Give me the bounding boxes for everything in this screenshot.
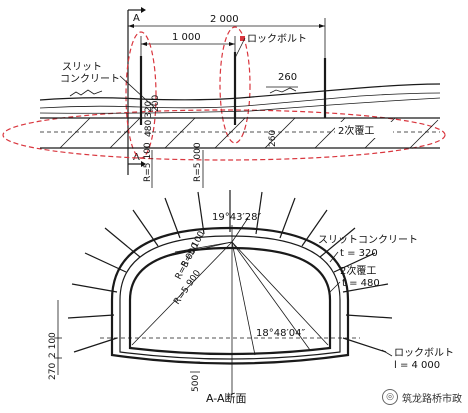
dim-arrow (128, 24, 134, 28)
watermark-text: 筑龙路桥市政 (402, 393, 462, 405)
rockbolt-label: ロックボルト (247, 33, 307, 45)
slit-concrete-label: スリットコンクリート (318, 234, 418, 246)
radius-line (231, 241, 329, 346)
slit-concrete-top (39, 92, 441, 109)
tunnel-outer (110, 226, 350, 365)
highlight-ellipse-lining (2, 109, 446, 161)
v-320: 320 (144, 101, 154, 118)
slit-label-line1: スリット (62, 62, 102, 73)
rockbolt-section-leader (381, 349, 393, 357)
radius-line (174, 241, 233, 253)
dim-spacing: 1 000 (172, 32, 201, 43)
section-secondary-lining-label: 2次覆工 (340, 264, 376, 277)
ground-texture (69, 89, 103, 97)
radius-line (231, 241, 256, 356)
section-arrowhead-top (141, 7, 146, 13)
angle-top: 19°43′28″ (212, 212, 261, 223)
section-rockbolt-label: ロックボルト (394, 347, 454, 359)
slit-label-line2: コンクリート (60, 73, 120, 85)
secondary-lining-t: t = 480 (342, 278, 380, 289)
rockbolt-leader (234, 37, 246, 59)
cross-section-view: 19°43′28″ 18°48′04″ R=5 100 R=5 000 R=5 … (48, 190, 454, 405)
rockbolt-marker (240, 36, 245, 41)
dim-arrow (141, 42, 147, 46)
v-r5100: R=5 100 (143, 142, 153, 182)
slit-concrete-leader (329, 251, 339, 263)
section-mark-top: A (133, 13, 140, 24)
secondary-lining-label: 2次覆工 (338, 124, 374, 137)
v-480: 480 (144, 120, 154, 137)
secondary-lining-ring (128, 246, 332, 356)
dim-260: 260 (278, 72, 297, 83)
v-500: 500 (191, 375, 201, 392)
v-2100: 2 100 (48, 332, 58, 358)
section-title: A-A断面 (206, 391, 247, 405)
watermark: ◎ 筑龙路桥市政 (382, 389, 462, 405)
radius-line (159, 241, 233, 259)
label-bg (335, 122, 393, 138)
v-260: 260 (268, 130, 278, 147)
slit-concrete-t: t = 320 (340, 248, 378, 259)
secondary-lining-leader (329, 281, 341, 293)
dim-arrow (229, 42, 235, 46)
v-200: 200 (151, 95, 161, 112)
slit-concrete-ring (119, 235, 341, 360)
slit-leader (119, 75, 156, 109)
angle-bottom: 18°48′04″ (256, 328, 305, 339)
angle-leader-top (231, 217, 249, 243)
v-270: 270 (48, 363, 58, 380)
radius-line (231, 241, 311, 351)
slit-concrete-bottom (39, 97, 441, 114)
highlight-ellipse-right (219, 26, 251, 144)
dim-arrow (319, 24, 325, 28)
wechat-icon: ◎ (382, 389, 398, 405)
rockbolt-l: l = 4 000 (394, 360, 440, 371)
elevation-view: A A 2 000 1 000 ロックボルト スリット コンクリート (2, 7, 446, 188)
ground-texture (269, 87, 297, 94)
radius-line (131, 241, 233, 346)
dim-total: 2 000 (210, 14, 239, 25)
ground-line (39, 83, 441, 101)
v-r5000: R=5 000 (193, 142, 203, 182)
section-arrowhead-bottom (141, 161, 146, 167)
